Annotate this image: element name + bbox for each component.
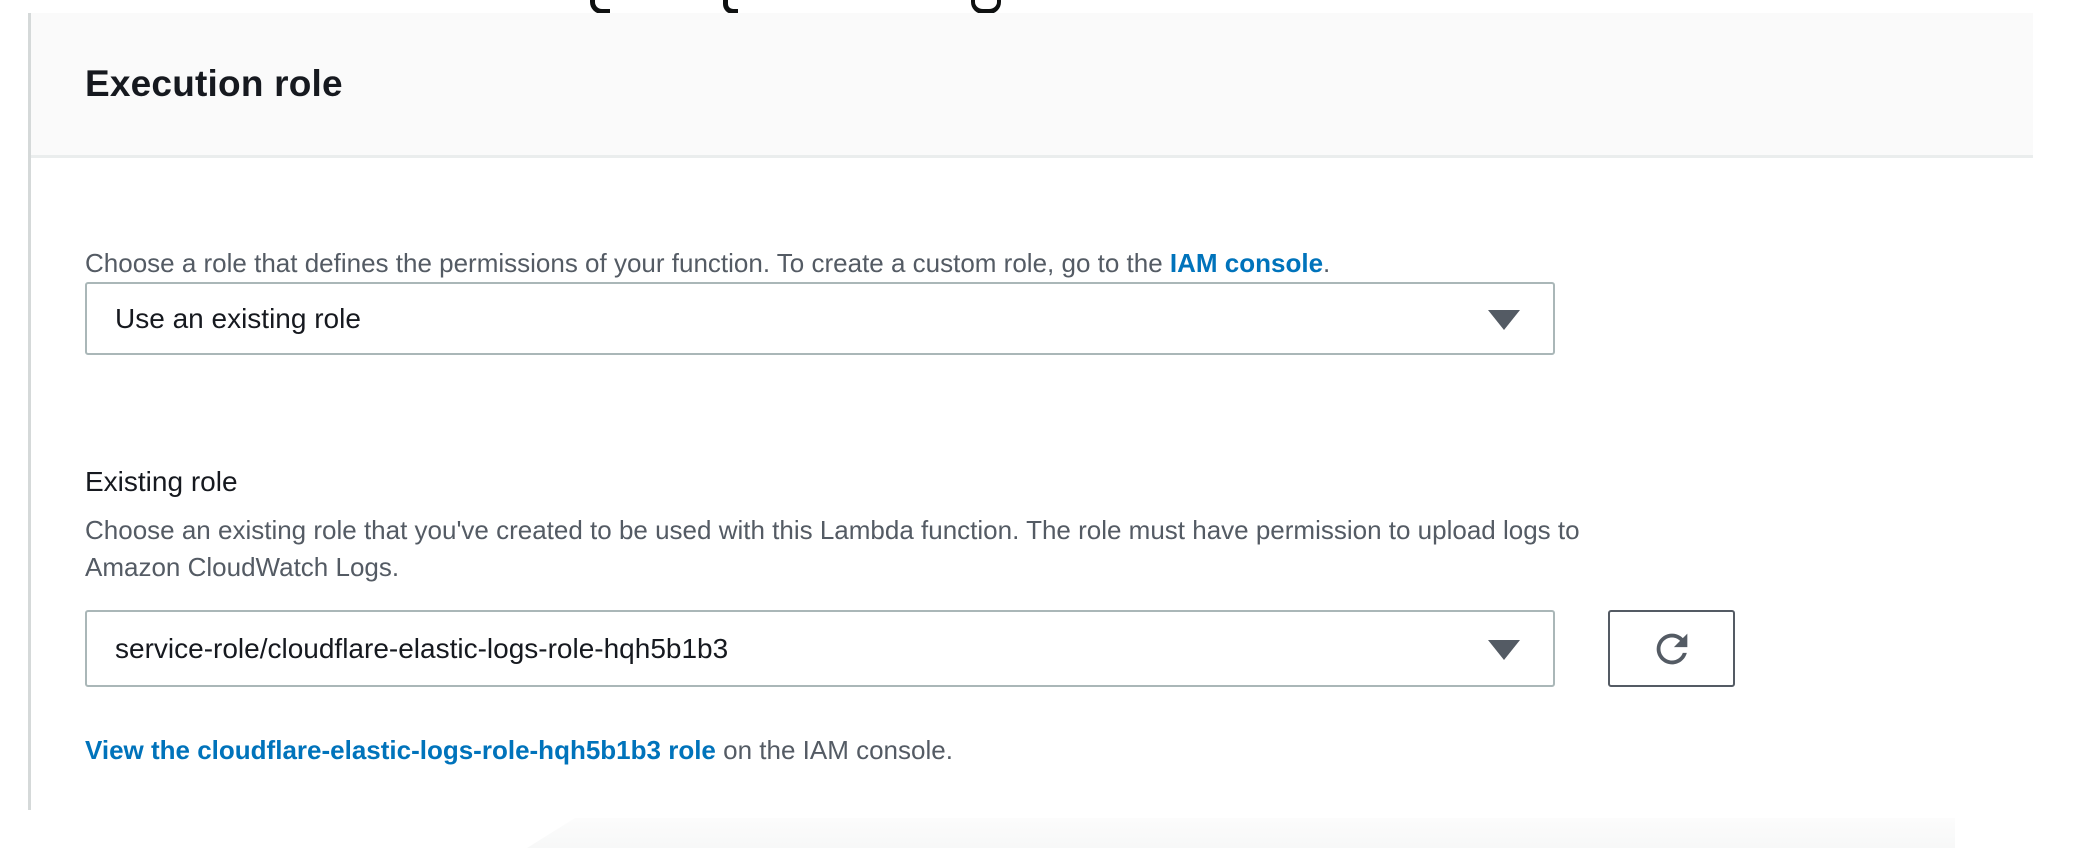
page-title: Execution role — [85, 63, 343, 104]
clipped-text-descender — [723, 0, 738, 14]
clipped-text-descender — [590, 0, 610, 14]
view-role-link[interactable]: View the cloudflare-elastic-logs-role-hq… — [85, 735, 716, 765]
bottom-panel-edge — [527, 818, 1955, 848]
existing-role-description: Choose an existing role that you've crea… — [85, 512, 1580, 586]
existing-role-description-line2: Amazon CloudWatch Logs. — [85, 552, 400, 582]
intro-text-after: . — [1323, 248, 1331, 278]
caret-down-icon — [1488, 639, 1520, 660]
existing-role-label: Existing role — [85, 466, 238, 497]
intro-text: Choose a role that defines the permissio… — [85, 245, 1330, 281]
iam-console-link[interactable]: IAM console — [1169, 248, 1324, 278]
panel-header: Execution role — [31, 13, 2033, 158]
view-role-line: View the cloudflare-elastic-logs-role-hq… — [85, 732, 953, 768]
clipped-text-descender — [971, 0, 1001, 14]
existing-role-select-value: service-role/cloudflare-elastic-logs-rol… — [115, 632, 729, 664]
execution-role-panel: Execution role Choose a role that define… — [28, 13, 2033, 810]
existing-role-description-line1: Choose an existing role that you've crea… — [85, 515, 1580, 545]
role-type-select[interactable]: Use an existing role — [85, 282, 1555, 355]
refresh-roles-button[interactable] — [1608, 610, 1735, 687]
existing-role-select[interactable]: service-role/cloudflare-elastic-logs-rol… — [85, 610, 1555, 687]
caret-down-icon — [1488, 309, 1520, 330]
refresh-icon — [1649, 626, 1695, 672]
intro-text-before: Choose a role that defines the permissio… — [85, 248, 1170, 278]
role-type-select-value: Use an existing role — [115, 302, 361, 334]
view-role-suffix: on the IAM console. — [715, 735, 953, 765]
